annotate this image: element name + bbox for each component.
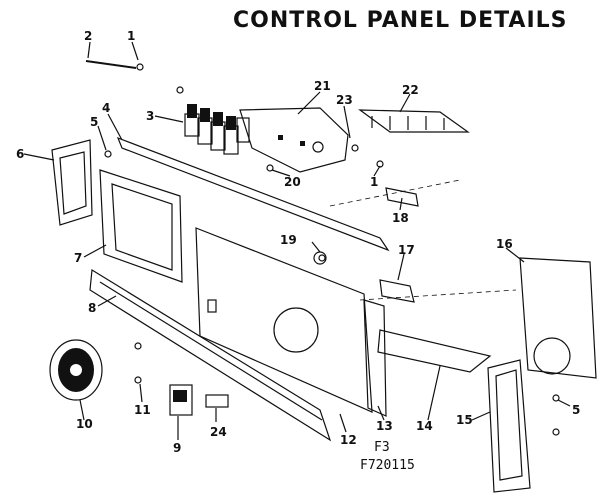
callout-14: 14 bbox=[416, 419, 433, 433]
callout-5-right: 5 bbox=[572, 403, 580, 417]
callout-21: 21 bbox=[314, 79, 331, 93]
callout-1: 1 bbox=[127, 29, 135, 43]
knob-part-10 bbox=[49, 339, 103, 401]
callout-12: 12 bbox=[340, 433, 357, 447]
callout-17: 17 bbox=[398, 243, 415, 257]
figure-code: F3 bbox=[374, 440, 390, 455]
callout-15: 15 bbox=[456, 413, 473, 427]
callout-11: 11 bbox=[134, 403, 151, 417]
part-code: F720115 bbox=[360, 458, 415, 473]
callout-16: 16 bbox=[496, 237, 513, 251]
leader-lines bbox=[23, 41, 571, 440]
button-part-24 bbox=[205, 394, 229, 408]
circuit-board-part-21 bbox=[239, 107, 349, 173]
bracket-part-14 bbox=[377, 329, 492, 373]
end-cap-part-15 bbox=[487, 359, 531, 493]
callout-13: 13 bbox=[376, 419, 393, 433]
callout-3: 3 bbox=[146, 109, 154, 123]
callout-9: 9 bbox=[173, 441, 181, 455]
screw-part-1-top bbox=[136, 63, 184, 94]
callout-8: 8 bbox=[88, 301, 96, 315]
callout-24: 24 bbox=[210, 425, 227, 439]
callout-19: 19 bbox=[280, 233, 297, 247]
callout-20: 20 bbox=[284, 175, 301, 189]
end-cap-part-6 bbox=[51, 139, 93, 226]
callout-5: 5 bbox=[90, 115, 98, 129]
callout-labels: 1 2 3 4 5 6 7 8 9 10 11 12 13 14 15 16 1… bbox=[16, 29, 580, 455]
callout-6: 6 bbox=[16, 147, 24, 161]
diagram-title: CONTROL PANEL DETAILS bbox=[233, 8, 568, 33]
fasteners bbox=[104, 144, 560, 436]
connector-part-18 bbox=[329, 179, 461, 207]
switch-bank-part-3 bbox=[184, 104, 250, 155]
callout-18: 18 bbox=[392, 211, 409, 225]
callout-22: 22 bbox=[402, 83, 419, 97]
rod-part-2 bbox=[85, 60, 137, 69]
callout-10: 10 bbox=[76, 417, 93, 431]
top-rail-part-4 bbox=[116, 136, 390, 252]
panel-support-part-13 bbox=[363, 299, 387, 417]
connector-part-17 bbox=[359, 279, 517, 303]
timer-part-16 bbox=[519, 257, 597, 379]
connector-strip-part-22 bbox=[358, 109, 470, 133]
screws-part-11 bbox=[134, 342, 142, 384]
window-frame-part-7 bbox=[99, 169, 183, 283]
callout-7: 7 bbox=[74, 251, 82, 265]
callout-23: 23 bbox=[336, 93, 353, 107]
callout-4: 4 bbox=[102, 101, 110, 115]
trim-strip-part-8 bbox=[89, 268, 332, 442]
callout-2: 2 bbox=[84, 29, 92, 43]
rocker-switch-part-9 bbox=[169, 384, 193, 416]
main-panel-part-12 bbox=[195, 227, 373, 413]
callout-1-right: 1 bbox=[370, 175, 378, 189]
